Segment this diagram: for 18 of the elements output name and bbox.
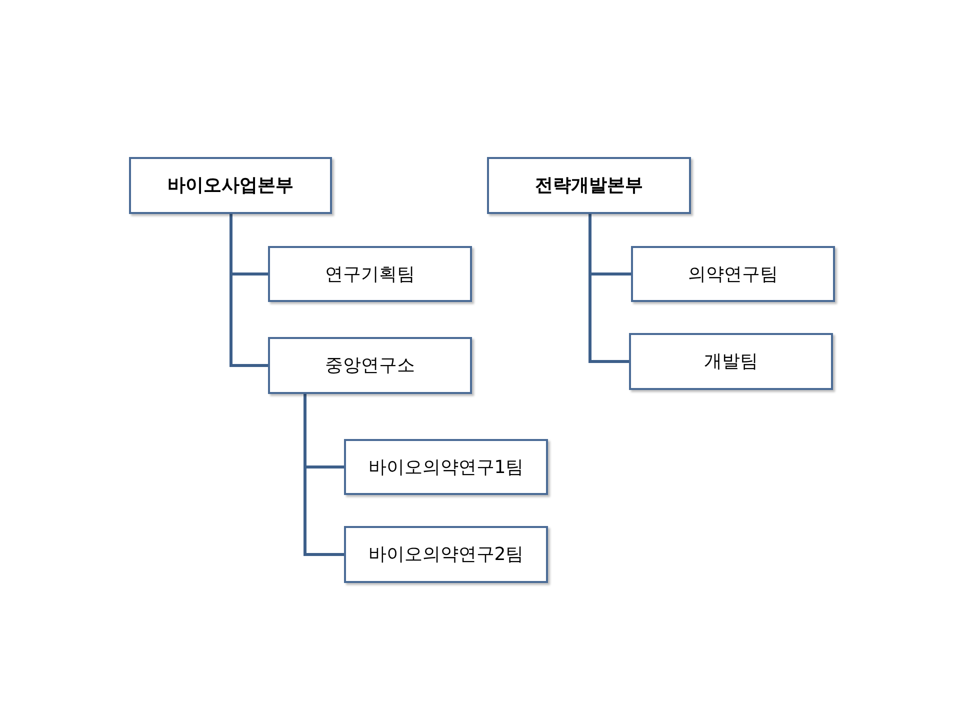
org-box bbox=[344, 439, 548, 495]
org-box bbox=[268, 337, 472, 394]
org-box bbox=[631, 246, 835, 302]
org-box bbox=[268, 246, 472, 302]
box-label: 개발팀 bbox=[704, 350, 758, 374]
box-label: 바이오의약연구2팀 bbox=[368, 543, 524, 567]
org-box bbox=[629, 333, 833, 390]
box-label: 연구기획팀 bbox=[325, 262, 415, 286]
connector-line bbox=[230, 214, 268, 367]
org-box bbox=[487, 157, 691, 214]
box-label: 전략개발본부 bbox=[535, 174, 643, 198]
box-label: 바이오의약연구1팀 bbox=[368, 456, 524, 480]
connector-line bbox=[304, 394, 344, 556]
org-box bbox=[344, 526, 548, 583]
box-label: 바이오사업본부 bbox=[168, 174, 294, 198]
box-label: 의약연구팀 bbox=[688, 262, 778, 286]
box-label: 중앙연구소 bbox=[325, 354, 415, 378]
org-box bbox=[129, 157, 332, 214]
